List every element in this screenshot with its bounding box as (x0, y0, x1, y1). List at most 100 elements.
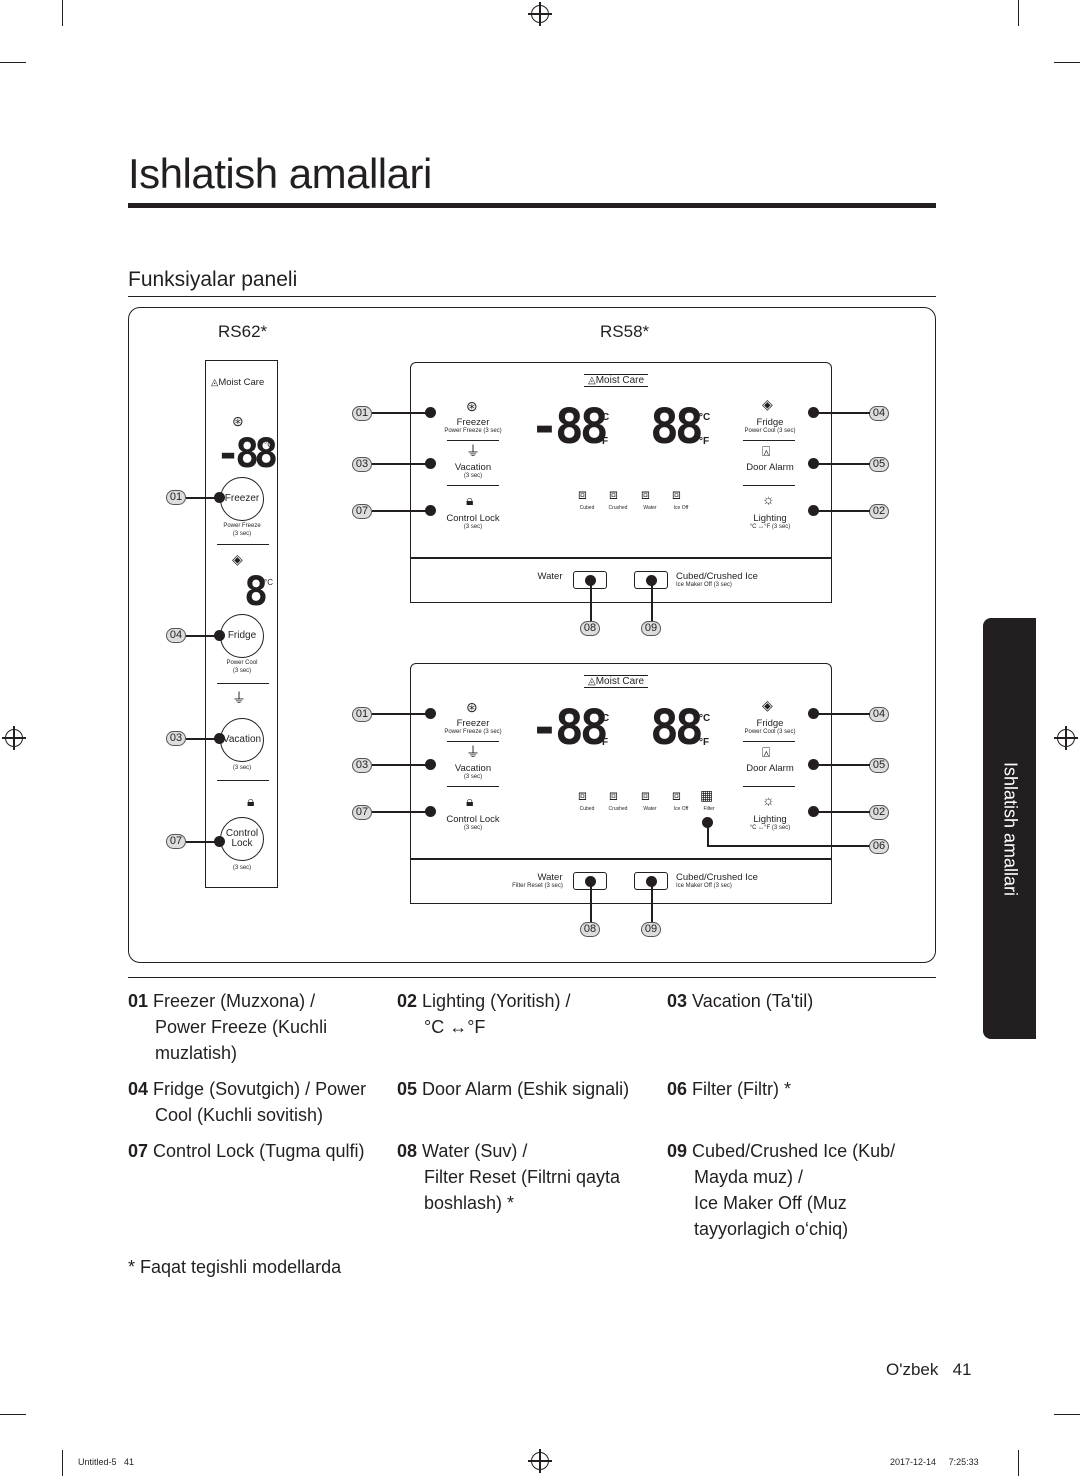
divider (217, 683, 269, 684)
control-lock-label: Control Lock (446, 513, 500, 524)
lock-icon: 🔒︎ (247, 793, 255, 809)
legend-text: Cool (Kuchli sovitish) (155, 1105, 324, 1125)
legend-text: °C ↔°F (424, 1017, 486, 1037)
divider (447, 741, 499, 742)
vacation-label: Vacation (454, 763, 492, 774)
leader-line (372, 463, 430, 465)
vacation-plug-icon: ⏚ (232, 690, 246, 706)
ice-off-icon: ⧈ (672, 486, 681, 502)
title-rule (128, 203, 936, 208)
freezer-snowflake-icon: ⊛ (466, 699, 478, 715)
fridge-temp-display: 88 (650, 700, 704, 756)
registration-mark-icon (1054, 726, 1078, 750)
left-fridge-temp-display: 8 (244, 569, 268, 615)
cubed-ice-icon: ⧈ (578, 486, 587, 502)
bottom-moist-care: ◬Moist Care (584, 675, 649, 688)
registration-mark-icon (528, 2, 552, 26)
left-power-cool-label: Power Cool (226, 660, 258, 666)
callout-04: 04 (869, 707, 889, 722)
crushed-ice-icon: ⧈ (609, 486, 618, 502)
callout-01: 01 (166, 490, 186, 505)
three-sec-label: (3 sec) (463, 774, 483, 780)
callout-01: 01 (352, 707, 372, 722)
lighting-sub-label: °C ↔°F (3 sec) (749, 825, 791, 831)
legend-item-02: 02 Lighting (Yoritish) / °C ↔°F (397, 988, 657, 1040)
power-cool-label: Power Cool (3 sec) (744, 729, 796, 735)
rs58-display-panel-b (410, 663, 832, 859)
left-vacation-button[interactable]: Vacation (220, 718, 264, 762)
callout-07: 07 (166, 834, 186, 849)
crop-mark (1054, 62, 1080, 63)
callout-dot (808, 505, 819, 516)
unit-f: °F (598, 436, 609, 447)
callout-02: 02 (869, 504, 889, 519)
power-freeze-label: Power Freeze (3 sec) (444, 428, 502, 434)
callout-dot (214, 733, 225, 744)
leader-line (186, 738, 220, 740)
cubed-crushed-label: Cubed/Crushed Ice (676, 571, 758, 582)
legend-text: muzlatish) (155, 1043, 238, 1063)
filter-grid-icon: ▦ (700, 787, 714, 803)
lighting-bulb-icon: ☼ (762, 491, 775, 507)
legend-number: 06 (667, 1079, 688, 1099)
callout-03: 03 (352, 457, 372, 472)
legend-number: 03 (667, 991, 688, 1011)
legend-text: Power Freeze (Kuchli (155, 1017, 328, 1037)
section-rule (128, 296, 936, 297)
model-label-rs58: RS58* (600, 322, 650, 341)
unit-f: °F (699, 436, 710, 447)
freezer-snowflake-icon: ⊛ (232, 413, 244, 429)
leader-line (813, 412, 870, 414)
door-alarm-label: Door Alarm (746, 462, 794, 473)
filter-reset-label: Filter Reset (3 sec) (512, 883, 563, 889)
registration-mark-icon (528, 1449, 552, 1473)
crop-mark (62, 1450, 63, 1476)
side-tab-label: Ishlatish amallari (1000, 761, 1020, 896)
registration-mark-icon (2, 726, 26, 750)
slug-page: 41 (124, 1457, 135, 1467)
callout-02: 02 (869, 805, 889, 820)
crop-mark (1018, 1450, 1019, 1476)
callout-dot (425, 505, 436, 516)
cubed-crushed-label: Cubed/Crushed Ice (676, 872, 758, 883)
crushed-label: Crushed (608, 505, 628, 511)
legend-text: Filter Reset (Filtrni qayta (424, 1167, 621, 1187)
legend-text: Freezer (Muzxona) / (153, 991, 316, 1011)
left-fridge-button[interactable]: Fridge (220, 614, 264, 658)
leader-line (813, 811, 870, 813)
legend-number: 08 (397, 1141, 418, 1161)
crop-mark (1054, 1414, 1080, 1415)
callout-09: 09 (641, 621, 661, 636)
legend-text: Ice Maker Off (Muz (694, 1193, 847, 1213)
callout-08: 08 (580, 621, 600, 636)
leader-line (813, 463, 870, 465)
callout-dot (425, 458, 436, 469)
left-unit-c: °C (264, 440, 273, 449)
section-title: Funksiyalar paneli (128, 268, 298, 291)
fridge-drop-icon: ◈ (762, 697, 773, 713)
callout-dot (808, 806, 819, 817)
fridge-temp-display: 88 (650, 399, 704, 455)
footer-page-number: 41 (952, 1360, 972, 1379)
left-freezer-button[interactable]: Freezer (220, 477, 264, 521)
slug-date: 2017-12-14 7:25:33 (890, 1457, 979, 1467)
left-three-sec: (3 sec) (232, 668, 252, 674)
callout-04: 04 (166, 628, 186, 643)
leader-line (186, 635, 220, 637)
unit-c: °C (699, 412, 711, 423)
lighting-bulb-icon: ☼ (762, 792, 775, 808)
freezer-temp-display: -88 (530, 399, 609, 455)
legend-text: Fridge (Sovutgich) / Power (153, 1079, 367, 1099)
lighting-label: Lighting (753, 513, 787, 524)
callout-04: 04 (869, 406, 889, 421)
water-icon: ⧈ (641, 787, 650, 803)
left-control-lock-button[interactable]: Control Lock (220, 817, 264, 861)
ice-off-label: Ice Off (673, 505, 689, 511)
cubed-label: Cubed (579, 505, 595, 511)
leader-line (813, 764, 870, 766)
crop-mark (62, 0, 63, 26)
leader-line (186, 497, 220, 499)
leader-line (372, 510, 430, 512)
left-three-sec: (3 sec) (232, 765, 252, 771)
callout-dot (214, 836, 225, 847)
